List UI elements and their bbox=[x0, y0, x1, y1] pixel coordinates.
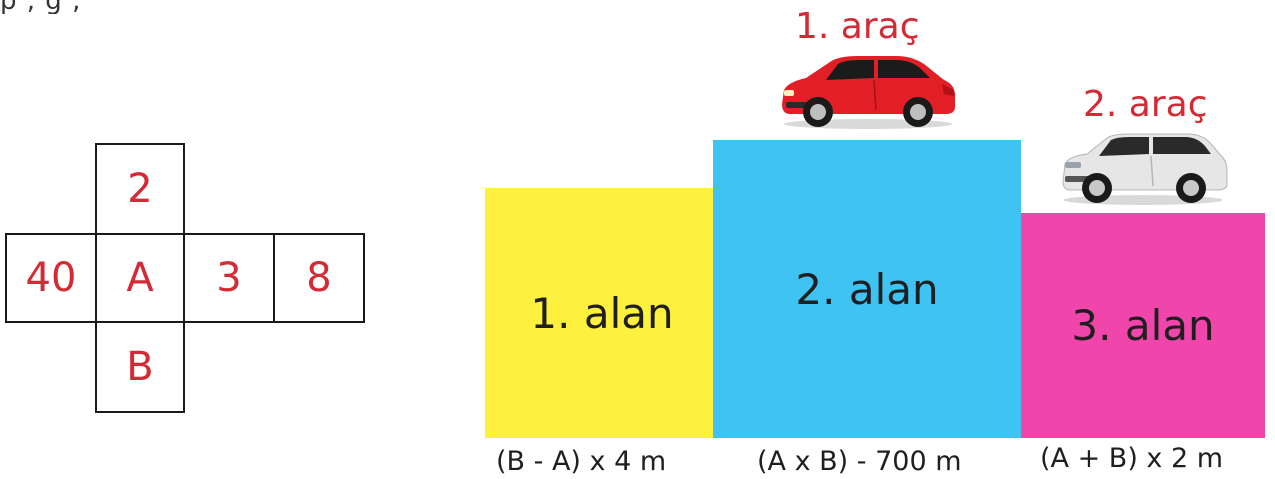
cropped-header-text: p , g , bbox=[0, 0, 560, 14]
field-2: 2. alan bbox=[713, 140, 1021, 438]
car-2-label: 2. araç bbox=[1083, 84, 1208, 125]
white-suv-car-icon bbox=[1057, 132, 1229, 206]
cube-net-cell-far-right: 8 bbox=[273, 233, 365, 323]
cube-net-value: 2 bbox=[127, 166, 152, 212]
field-1-formula: (B - A) x 4 m bbox=[496, 446, 666, 477]
cube-net-cell-top: 2 bbox=[95, 143, 185, 235]
cropped-header-text-line: p , g , bbox=[0, 0, 81, 14]
cube-net-value: A bbox=[126, 255, 153, 301]
cube-net-value: 3 bbox=[216, 255, 241, 301]
cube-net-cell-bottom: B bbox=[95, 321, 185, 413]
car-1-label: 1. araç bbox=[795, 6, 920, 47]
red-hatchback-car-icon bbox=[778, 52, 958, 130]
field-1-label: 1. alan bbox=[530, 289, 673, 338]
cube-net-value: 8 bbox=[306, 255, 331, 301]
field-1: 1. alan bbox=[485, 188, 719, 438]
cube-net-cell-left: 40 bbox=[5, 233, 97, 323]
cube-net-value: B bbox=[126, 344, 153, 390]
cube-net-value: 40 bbox=[26, 255, 77, 301]
field-2-label: 2. alan bbox=[795, 265, 938, 314]
cube-net-cell-center: A bbox=[95, 233, 185, 323]
field-2-formula: (A x B) - 700 m bbox=[757, 446, 962, 477]
field-3-formula: (A + B) x 2 m bbox=[1040, 443, 1223, 474]
cube-net-cell-right: 3 bbox=[183, 233, 275, 323]
field-3-label: 3. alan bbox=[1071, 301, 1214, 350]
field-3: 3. alan bbox=[1021, 213, 1265, 438]
